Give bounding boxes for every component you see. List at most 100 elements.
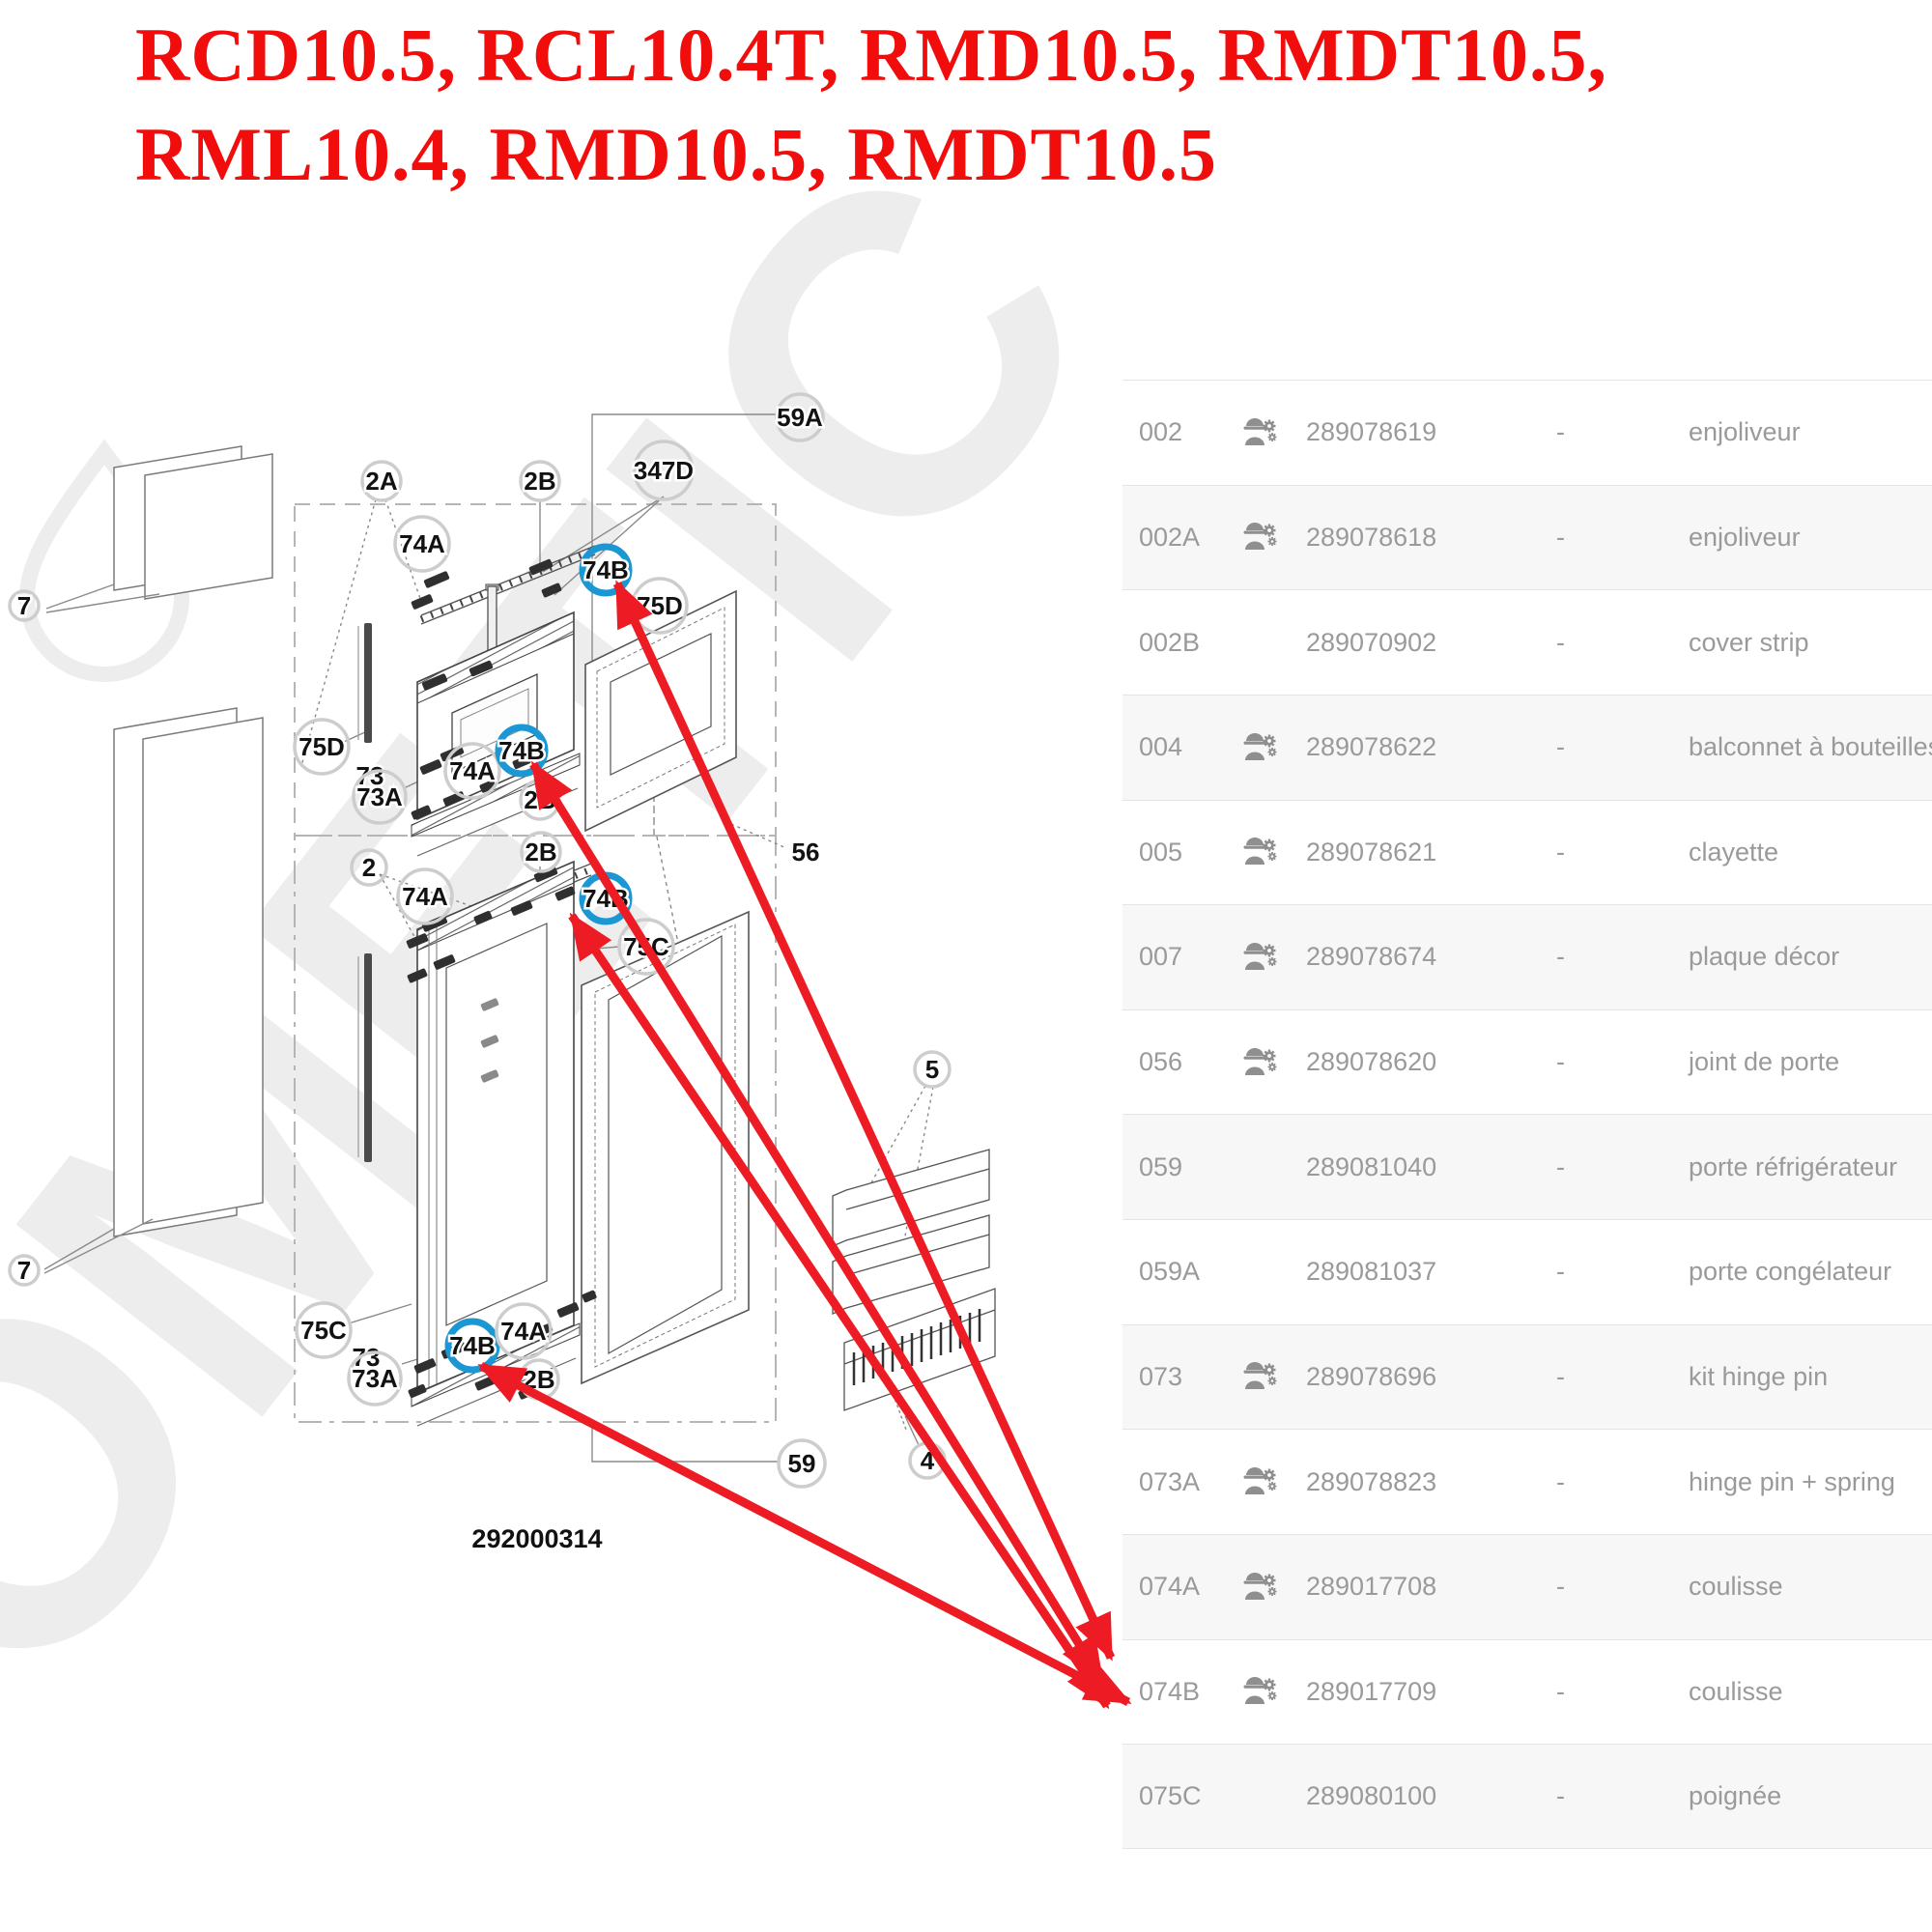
hardware-part: [413, 1358, 437, 1374]
part-description: enjoliveur: [1689, 417, 1801, 447]
part-callout-2: 2: [350, 848, 388, 887]
part-callout-label: 75C: [300, 1316, 347, 1345]
hardware-part: [421, 673, 448, 691]
part-callout-label: 2: [362, 853, 376, 882]
part-callout-label: 59A: [777, 403, 823, 432]
part-callout-2b: 2B: [519, 460, 561, 502]
part-callout-label: 73A: [352, 1364, 398, 1393]
hardware-part: [479, 780, 497, 793]
part-callout-label: 73: [356, 761, 384, 790]
part-callout-label: 74B: [449, 1331, 496, 1360]
part-description: balconnet à bouteilles: [1689, 732, 1932, 762]
part-callout-2a: 2A: [360, 460, 403, 502]
price-dash: -: [1556, 1676, 1565, 1706]
part-callout-7: 7: [8, 589, 41, 623]
callout-circle-icon: [775, 392, 825, 442]
highlight-circle-icon: [579, 543, 633, 597]
part-number: 289017709: [1306, 1676, 1437, 1706]
part-callout-label: 5: [925, 1055, 939, 1084]
page-title-line1: RCD10.5, RCL10.4T, RMD10.5, RMDT10.5,: [135, 13, 1607, 97]
part-callout-label: 2A: [365, 467, 397, 496]
part-ref: 075C: [1139, 1780, 1202, 1810]
part-description: joint de porte: [1689, 1047, 1840, 1077]
part-number: 289078621: [1306, 837, 1437, 867]
part-number: 289081037: [1306, 1257, 1437, 1287]
part-callout-label: 74B: [498, 736, 545, 765]
exploded-diagram: DOMETIC: [0, 75, 1121, 1932]
decor-panels-upper: [113, 445, 273, 600]
part-ref: 073: [1139, 1361, 1183, 1391]
part-ref: 073A: [1139, 1466, 1201, 1496]
highlight-circle-icon: [444, 1318, 500, 1374]
part-callout-label: 2B: [524, 467, 555, 496]
part-number: 289080100: [1306, 1780, 1437, 1810]
part-number: 289078823: [1306, 1466, 1437, 1496]
part-callout-label: 73A: [356, 782, 403, 811]
part-callout-label: 7: [17, 1256, 31, 1285]
hardware-part: [407, 968, 428, 983]
page-title: RCD10.5, RCL10.4T, RMD10.5, RMDT10.5, RM…: [135, 6, 1607, 205]
callout-circle-icon: [8, 1254, 41, 1287]
part-ref: 074B: [1139, 1676, 1201, 1706]
part-callout-5: 5: [913, 1050, 952, 1089]
price-dash: -: [1556, 1361, 1565, 1391]
part-description: cover strip: [1689, 627, 1809, 657]
highlight-circle-icon: [495, 724, 549, 778]
part-description: hinge pin + spring: [1689, 1466, 1895, 1496]
callout-circle-icon: [360, 460, 403, 502]
part-ref: 002: [1139, 417, 1183, 447]
part-callout-label: 75C: [623, 932, 669, 961]
part-callout-label: 74A: [402, 882, 448, 911]
price-dash: -: [1556, 522, 1565, 552]
part-number: 289078622: [1306, 732, 1437, 762]
part-description: kit hinge pin: [1689, 1361, 1829, 1391]
price-dash: -: [1556, 732, 1565, 762]
part-number: 289078674: [1306, 942, 1437, 972]
hardware-part: [510, 900, 533, 916]
door-gasket-lower: [581, 910, 750, 1385]
freezer-door-dashed-box: [294, 503, 777, 837]
part-callout-label: 74A: [399, 529, 445, 558]
part-ref: 002B: [1139, 627, 1201, 657]
part-callout-label: 2B: [525, 838, 556, 867]
serviceable-part-icon: [1239, 1463, 1306, 1501]
part-number: 289078620: [1306, 1047, 1437, 1077]
part-callout-74b: 74B: [495, 724, 549, 778]
part-callout-2b: 2B: [520, 831, 562, 873]
serviceable-part-icon: [1239, 413, 1306, 452]
hardware-part: [406, 933, 429, 949]
part-callout-73a: 73A: [347, 1350, 403, 1406]
part-callout-label: 74A: [449, 756, 496, 785]
part-callout-74b: 74B: [579, 543, 633, 597]
part-callout-74a: 74A: [443, 742, 501, 800]
price-dash: -: [1556, 942, 1565, 972]
part-callout-label: 74B: [582, 555, 629, 584]
serviceable-part-icon: [1239, 1357, 1306, 1396]
hardware-part: [411, 805, 432, 820]
part-callout-59: 59: [777, 1438, 827, 1489]
serviceable-part-icon: [1239, 1672, 1306, 1711]
part-callout-74b: 74B: [444, 1318, 500, 1374]
figure-number: 292000314: [471, 1524, 602, 1553]
callout-circle-icon: [393, 515, 451, 573]
hardware-part: [541, 582, 562, 598]
part-callout-label: 73: [353, 1343, 381, 1372]
part-callout-74a: 74A: [396, 867, 454, 925]
door-bin-with-rack: [843, 1288, 996, 1411]
hardware-part: [473, 910, 493, 925]
